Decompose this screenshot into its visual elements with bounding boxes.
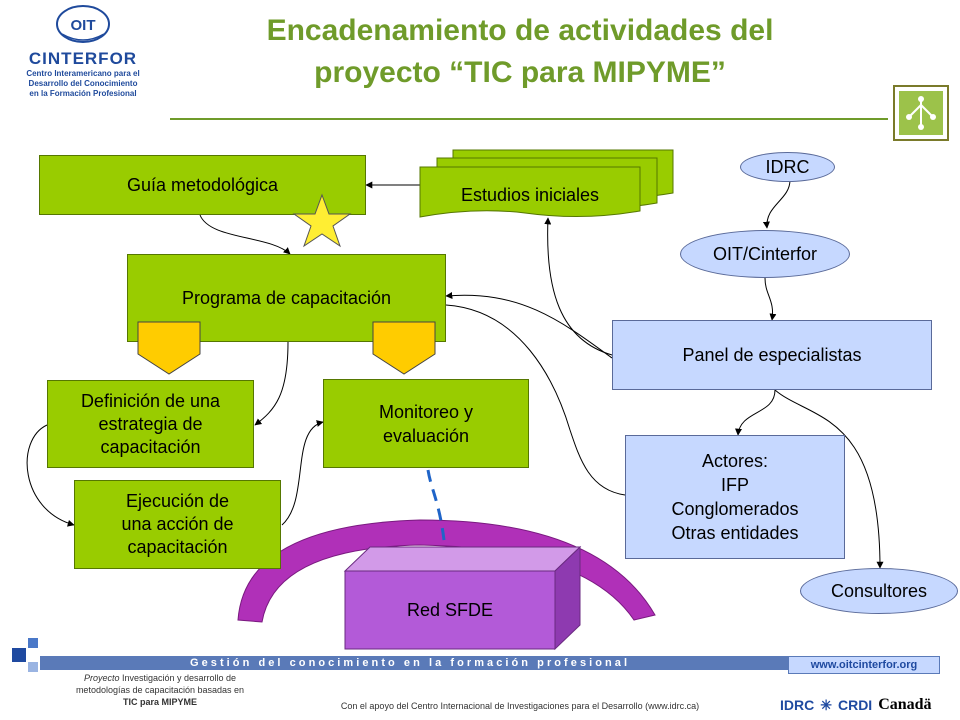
network-icon-frame [893,85,949,141]
estudios-label: Estudios iniciales [461,185,599,205]
arrow-actores-programa [445,304,626,496]
red-arc [237,519,656,623]
cinterfor-logo: OIT CINTERFOR Centro Interamericano para… [8,4,158,99]
canada-wordmark: Canadä [878,696,932,713]
node-consultores: Consultores [800,568,958,614]
footer-band-text: G e s t i ó n d e l c o n o c i m i e n … [190,657,628,669]
node-red-sfde: Red SFDE [343,545,582,651]
node-idrc: IDRC [740,152,835,182]
pentagon-marker-right [372,321,436,375]
arrow-definicion-ejecucion [26,424,75,527]
arrow-programa-definicion [254,341,289,426]
arrow-oit-panel [764,277,777,321]
node-guia-metodologica: Guía metodológica [39,155,366,215]
arrow-idrc-oit [762,179,791,229]
footer-partner-logos: IDRC ✳ CRDI Canadä [780,694,955,716]
footer-square-dark [12,648,26,662]
crdi-logo-text: CRDI [837,697,873,713]
red-sfde-label: Red SFDE [407,600,493,620]
node-definicion-estrategia: Definición de una estrategia de capacita… [47,380,254,468]
footer-support-note: Con el apoyo del Centro Internacional de… [340,701,700,711]
idrc-logo-text: IDRC [780,697,815,713]
title-underline [170,118,888,120]
arrow-panel-consultores [774,389,884,569]
node-monitoreo-evaluacion: Monitoreo y evaluación [323,379,529,468]
logo-emblem-text: OIT [71,17,96,34]
footer-square-light [28,662,38,672]
logo-wordmark: CINTERFOR [28,49,138,68]
footer-band: G e s t i ó n d e l c o n o c i m i e n … [40,656,940,670]
pentagon-marker-left [137,321,201,375]
crdi-emblem-icon: ✳ [820,696,832,713]
network-icon [899,91,943,135]
page-title: Encadenamiento de actividades del proyec… [266,14,774,89]
arrow-ejecucion-monitoreo [281,420,324,526]
node-estudios-iniciales: Estudios iniciales [419,149,674,218]
node-oit-cinterfor: OIT/Cinterfor [680,230,850,278]
star-icon [292,193,352,248]
footer-square-mid [28,638,38,648]
node-ejecucion-accion: Ejecución de una acción de capacitación [74,480,281,569]
node-actores: Actores: IFP Conglomerados Otras entidad… [625,435,845,559]
logo-subtitle: Centro Interamericano para el Desarrollo… [26,69,140,98]
oit-emblem-icon: OIT [56,5,110,43]
footer-project-note: Proyecto Investigación y desarrollo de m… [75,673,245,707]
footer-website-link[interactable]: www.oitcinterfor.org [788,656,940,674]
node-panel-especialistas: Panel de especialistas [612,320,932,390]
arrow-panel-estudios [544,217,613,356]
arrow-monitoreo-red [426,469,456,585]
arrow-panel-actores [735,389,776,436]
arrow-panel-programa [445,292,613,359]
arrow-guia-programa [199,214,291,255]
